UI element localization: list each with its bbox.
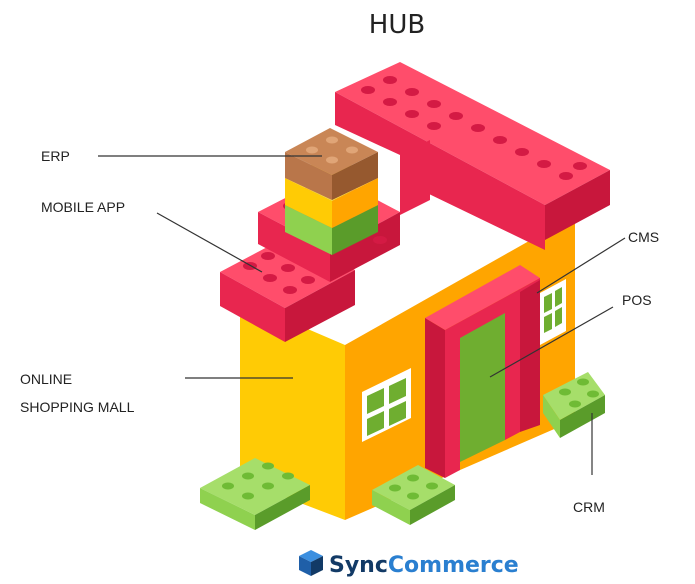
label-erp: ERP — [41, 148, 70, 164]
window-left — [362, 368, 411, 442]
chimney-stack — [285, 128, 378, 255]
pos-leader — [489, 306, 614, 378]
cube-logo-icon — [299, 550, 323, 576]
roof-top — [335, 62, 610, 250]
brand-logo: SyncCommerce — [299, 550, 519, 578]
label-crm: CRM — [573, 499, 605, 515]
brick-base-left — [200, 458, 310, 530]
label-pos: POS — [622, 292, 652, 308]
brand-name-part1: Sync — [329, 553, 388, 578]
leader-lines — [98, 155, 626, 475]
brick-base-right — [543, 372, 605, 438]
label-online-line2: SHOPPING MALL — [20, 399, 135, 415]
brand-name: SyncCommerce — [329, 553, 519, 578]
labels: ERP MOBILE APP CMS POS ONLINE SHOPPING M… — [20, 148, 659, 515]
label-cms: CMS — [628, 229, 659, 245]
cms-leader — [536, 237, 626, 294]
door — [425, 265, 540, 478]
diagram-title: HUB — [369, 10, 425, 40]
house-illustration — [200, 62, 610, 530]
window-right — [540, 279, 566, 345]
label-mobile-app: MOBILE APP — [41, 199, 125, 215]
brick-base-middle — [372, 465, 455, 525]
label-online-line1: ONLINE — [20, 371, 72, 387]
mobile-app-leader — [156, 212, 263, 273]
brand-name-part2: Commerce — [388, 553, 519, 578]
